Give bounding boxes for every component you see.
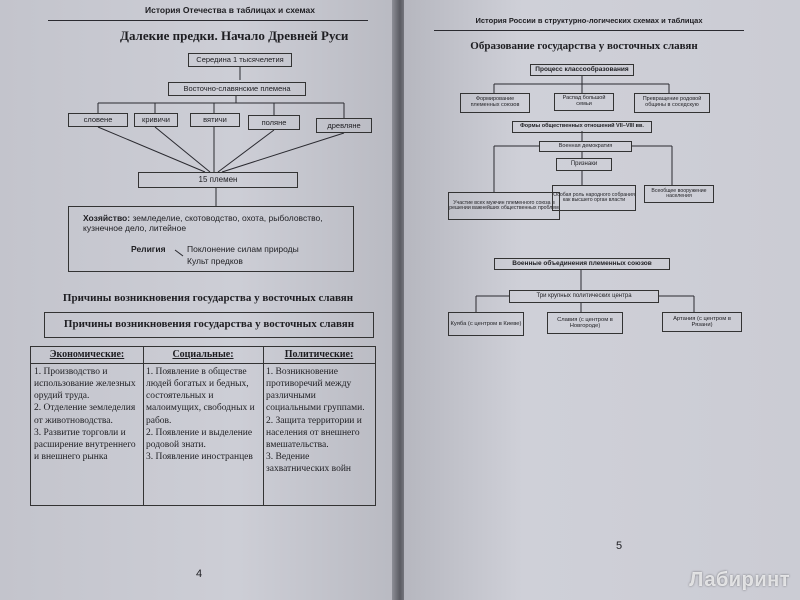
table-header: Экономические:	[49, 349, 125, 360]
diagram-connectors	[475, 75, 695, 312]
column-divider	[143, 347, 144, 505]
unions-box: Военные объединения племенных союзов	[494, 258, 670, 270]
process-item-box: Формирование племенных союзов	[460, 93, 530, 113]
economy-text: земледелие, скотоводство, охота, рыболов…	[83, 213, 323, 234]
tribe-box: словене	[68, 113, 128, 127]
running-head: История России в структурно-логических с…	[475, 16, 703, 25]
tribes-count-box: 15 племен	[138, 172, 298, 188]
column-divider	[263, 347, 264, 505]
table-cell: 1. Появление в обществе людей богатых и …	[146, 367, 255, 463]
tribe-box: поляне	[248, 115, 300, 130]
running-head: История Отечества в таблицах и схемах	[145, 5, 315, 15]
page-number: 4	[196, 568, 203, 580]
sign-item-box: Участие всех мужчин племенного союза в р…	[448, 192, 560, 220]
signs-box: Признаки	[556, 158, 612, 171]
watermark-logo: Лабиринт	[689, 569, 790, 591]
process-box: Процесс классообразования	[530, 64, 634, 76]
page-title: Образование государства у восточных слав…	[470, 40, 698, 52]
table-header: Социальные:	[172, 349, 234, 360]
forms-box: Формы общественных отношений VII–VIII вв…	[512, 121, 652, 133]
economy-religion-box: Хозяйство: земледелие, скотоводство, охо…	[68, 206, 354, 272]
sign-item-box: Всеобщее вооружение населения	[644, 185, 714, 203]
table-header-row	[31, 347, 375, 364]
header-rule	[48, 20, 368, 21]
centers-box: Три крупных политических центра	[509, 290, 659, 303]
era-box: Середина 1 тысячелетия	[188, 53, 292, 67]
table-cell: 1. Производство и использование железных…	[34, 367, 136, 463]
center-box: Куяба (с центром в Киеве)	[448, 312, 524, 336]
causes-table: Экономические: Социальные: Политические:…	[30, 346, 376, 506]
diagram-connectors	[97, 66, 345, 257]
section-title: Причины возникновения государства у вост…	[62, 292, 354, 304]
page-title: Далекие предки. Начало Древней Руси	[120, 28, 349, 43]
table-cell: 1. Возникновение противоречий между разл…	[266, 367, 365, 475]
center-box: Артания (с центром в Рязани)	[662, 312, 742, 332]
economy-label: Хозяйство:	[83, 213, 131, 223]
table-header: Политические:	[284, 349, 354, 360]
right-page: История России в структурно-логических с…	[404, 0, 800, 600]
left-page: История Отечества в таблицах и схемах Да…	[0, 0, 396, 600]
religion-item: Культ предков	[187, 256, 243, 266]
center-box: Славия (с центром в Новгороде)	[547, 312, 623, 334]
tribe-box: древляне	[316, 118, 372, 133]
page-number: 5	[616, 540, 623, 552]
process-item-box: Превращение родовой общины в соседскую	[634, 93, 710, 113]
sign-item-box: Особая роль народного собрания как высше…	[552, 185, 636, 211]
tribe-box: кривичи	[134, 113, 178, 127]
religion-item: Поклонение силам природы	[187, 244, 299, 254]
democracy-box: Военная демократия	[539, 141, 632, 152]
table-title-box: Причины возникновения государства у вост…	[44, 312, 374, 338]
tribe-box: вятичи	[190, 113, 240, 127]
header-rule	[434, 30, 744, 31]
religion-label: Религия	[131, 244, 166, 254]
economy-block: Хозяйство: земледелие, скотоводство, охо…	[83, 213, 347, 233]
tribes-box: Восточно-славянские племена	[168, 82, 306, 96]
process-item-box: Распад большой семьи	[554, 93, 614, 111]
